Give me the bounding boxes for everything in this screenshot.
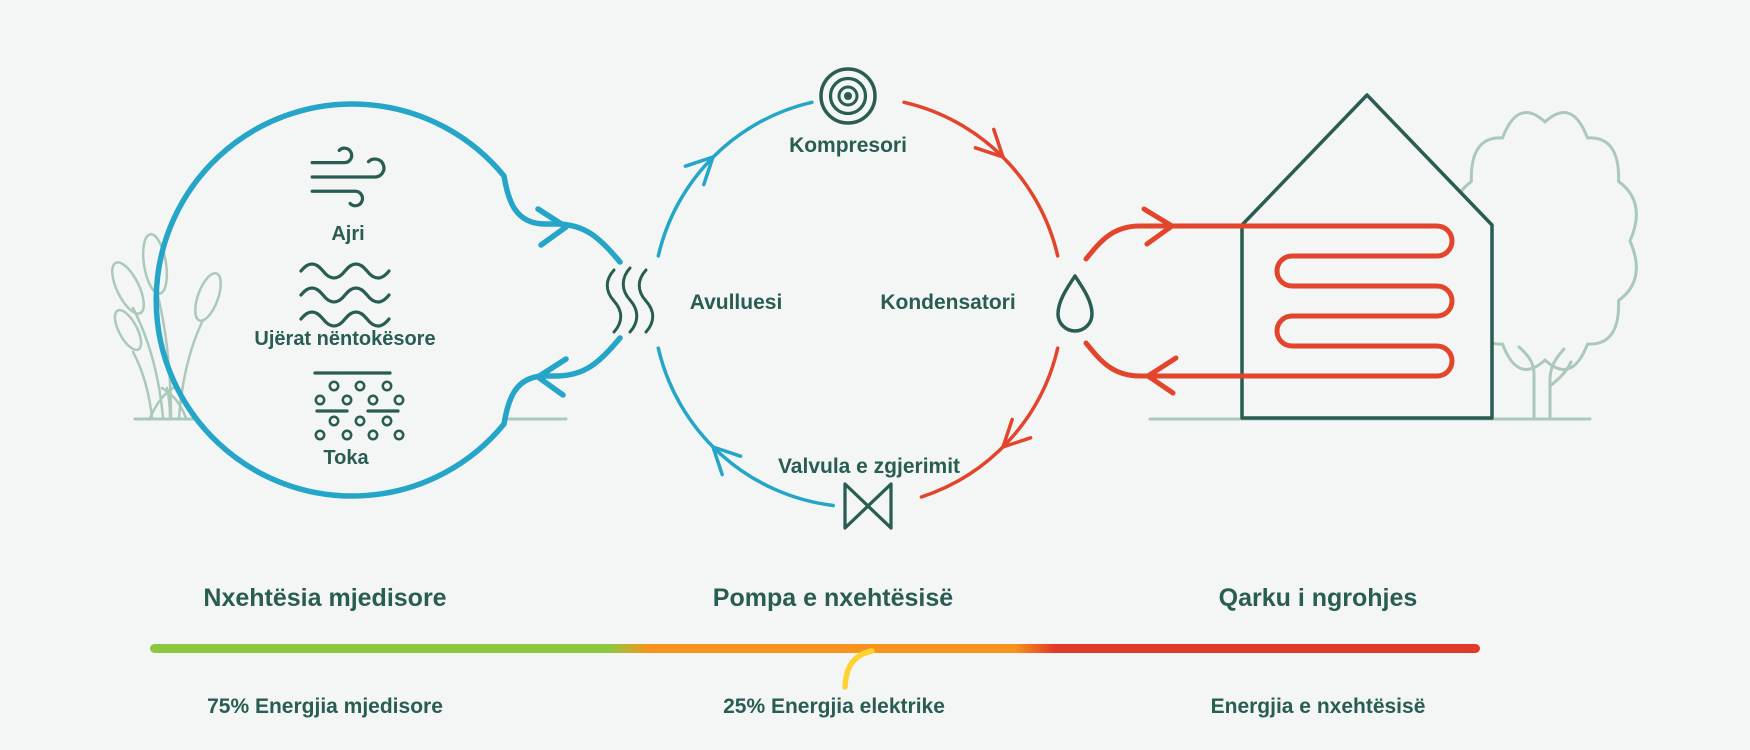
grass-stem bbox=[131, 306, 165, 420]
flow-arrow-out-of-house bbox=[1145, 355, 1179, 396]
tree-trunk bbox=[1517, 345, 1536, 420]
flow-arrow-cycle-down-right bbox=[973, 127, 1005, 159]
caption-electric-energy: 25% Energjia elektrike bbox=[723, 695, 945, 718]
tree-trunk bbox=[1548, 347, 1566, 420]
grass-plume bbox=[141, 233, 169, 295]
flow-arrow-cycle-up bbox=[683, 155, 715, 187]
section-title-heat-pump: Pompa e nxehtësisë bbox=[713, 584, 953, 612]
cycle-arc-valve-to-evaporator bbox=[656, 346, 835, 508]
flow-arrow-cycle-up-left bbox=[711, 445, 743, 477]
compressor-icon bbox=[819, 67, 877, 125]
flow-arrow-into-house bbox=[1141, 206, 1175, 247]
grass-blade bbox=[148, 384, 178, 420]
source-label-air: Ajri bbox=[331, 223, 364, 245]
energy-gradient-bar bbox=[150, 644, 1480, 653]
grass-plume bbox=[113, 308, 143, 352]
cycle-arc-compressor-to-condenser bbox=[902, 100, 1060, 258]
soil-icon bbox=[313, 371, 405, 441]
grass-blade bbox=[160, 386, 188, 420]
heating-coil bbox=[1083, 223, 1455, 379]
tree-decoration bbox=[1452, 111, 1638, 420]
tree-branch bbox=[1548, 360, 1573, 388]
heating-circuit bbox=[1083, 93, 1494, 420]
flow-arrow-to-evaporator bbox=[535, 206, 569, 248]
energy-bar-section: Nxehtësia mjedisore Pompa e nxehtësisë Q… bbox=[150, 584, 1480, 718]
section-title-environmental-heat: Nxehtësia mjedisore bbox=[203, 584, 446, 612]
cycle-arc-evaporator-to-compressor bbox=[656, 100, 814, 258]
electric-energy-input-swoosh bbox=[842, 648, 875, 690]
grass-plume bbox=[194, 272, 222, 322]
flow-arrow-back-to-source bbox=[535, 356, 569, 398]
tree-crown bbox=[1452, 111, 1638, 371]
grass-plume bbox=[110, 261, 146, 315]
source-label-groundwater: Ujërat nëntokësore bbox=[254, 328, 435, 350]
grass-blade bbox=[165, 386, 172, 420]
groundwater-waves-icon bbox=[299, 262, 391, 328]
expansion-valve-icon bbox=[843, 482, 893, 530]
component-label-evaporator: Avulluesi bbox=[690, 291, 783, 314]
condenser-droplet-icon bbox=[1056, 274, 1094, 333]
evaporator-steam-icon bbox=[605, 266, 655, 334]
environment-loop-outline bbox=[153, 101, 623, 499]
heat-pump-cycle: Kompresori Avulluesi Kondensatori Valvul… bbox=[605, 67, 1094, 530]
flow-arrow-cycle-down-left bbox=[1001, 417, 1033, 449]
component-label-condenser: Kondensatori bbox=[880, 291, 1015, 314]
component-label-expansion-valve: Valvula e zgjerimit bbox=[778, 455, 960, 478]
environment-loop: Ajri Ujërat nëntokësore Toka bbox=[153, 101, 623, 499]
cycle-arc-condenser-to-valve bbox=[919, 346, 1060, 499]
source-label-ground: Toka bbox=[323, 447, 369, 469]
wind-icon bbox=[310, 146, 386, 208]
grass-stem bbox=[131, 350, 154, 420]
grass-stem bbox=[155, 290, 173, 420]
caption-environmental-energy: 75% Energjia mjedisore bbox=[207, 695, 443, 718]
section-title-heating-circuit: Qarku i ngrohjes bbox=[1219, 584, 1418, 612]
component-label-compressor: Kompresori bbox=[789, 134, 907, 157]
caption-heat-energy: Energjia e nxehtësisë bbox=[1211, 695, 1426, 718]
grass-decoration bbox=[110, 233, 222, 420]
